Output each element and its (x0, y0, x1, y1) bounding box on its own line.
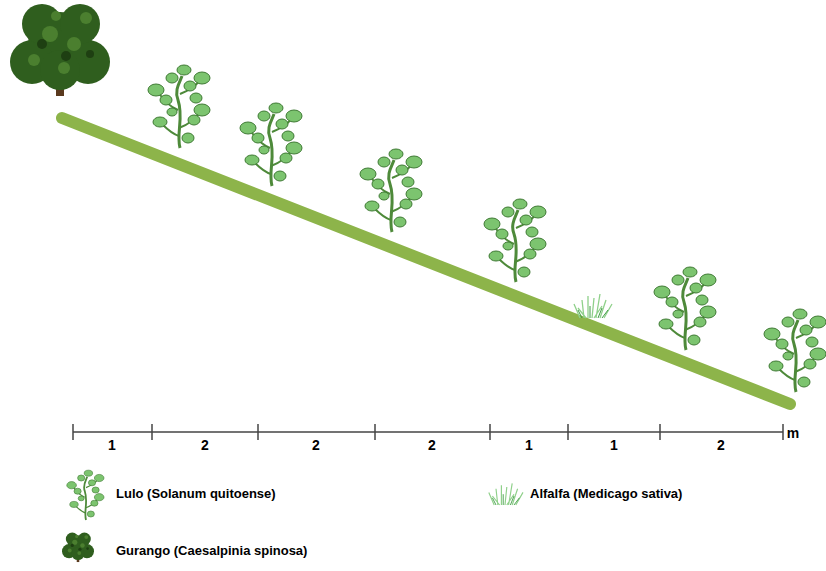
legend-text: Gurango (Caesalpinia spinosa) (116, 543, 307, 558)
dimension-label: 1 (514, 437, 544, 453)
scale-bar (73, 424, 783, 440)
gurango-tree (10, 4, 110, 96)
legend-text: Lulo (Solanum quitoense) (116, 486, 276, 501)
legend-alfalfa-icon (489, 483, 523, 505)
lulo-plant (654, 267, 716, 350)
dimension-label: 2 (190, 437, 220, 453)
legend-gurango-icon (62, 533, 94, 562)
lulo-plant (240, 103, 302, 186)
lulo-plant (764, 309, 826, 392)
dimension-label: 2 (706, 437, 736, 453)
lulo-plant (148, 65, 210, 148)
dimension-label: 2 (301, 437, 331, 453)
dimension-label: 1 (97, 437, 127, 453)
dimension-label: 2 (417, 437, 447, 453)
lulo-plant (360, 149, 422, 232)
legend-text: Alfalfa (Medicago sativa) (530, 486, 682, 501)
lulo-plant (484, 199, 546, 282)
legend-lulo-icon (67, 470, 104, 520)
slope (62, 118, 790, 404)
dimension-label: 1 (599, 437, 629, 453)
alfalfa-plant (574, 294, 612, 318)
unit-label: m (778, 425, 808, 441)
